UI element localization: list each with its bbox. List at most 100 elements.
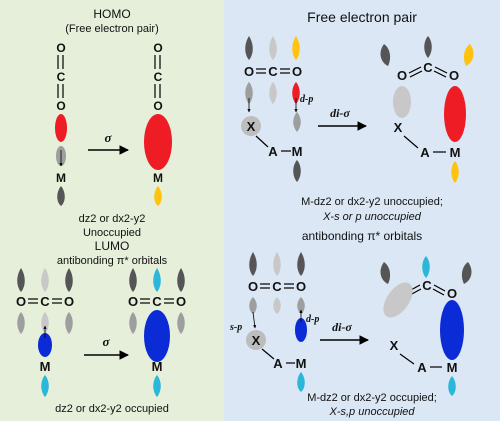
antibonding-caption-1: M-dz2 or dx2-y2 occupied; (307, 392, 437, 404)
panel-free-electron-pair: Free electron pair O C O d-p X A M di-σ … (241, 9, 474, 223)
atom-m: M (152, 359, 163, 374)
atom-a: A (268, 144, 278, 159)
fep-caption-2: X-s or p unoccupied (322, 211, 422, 223)
dark-lobe (293, 160, 301, 182)
yellow-lobe (463, 44, 474, 66)
dp-label: d-p (300, 94, 313, 105)
gray-lobe (17, 312, 25, 334)
dp-label: d-p (306, 314, 319, 325)
lumo-caption: dz2 or dx2-y2 occupied (55, 403, 169, 415)
x-atom-lobe (246, 330, 266, 350)
atom-x: X (247, 119, 256, 134)
blue-lobe (295, 318, 307, 342)
atom-o: O (56, 41, 65, 55)
light-lobe (383, 282, 413, 318)
atom-m: M (40, 359, 51, 374)
gray-lobe (177, 312, 185, 334)
atom-o: O (397, 68, 407, 83)
homo-subtitle: (Free electron pair) (65, 23, 159, 35)
red-lobe (144, 114, 172, 170)
fep-title: Free electron pair (307, 9, 417, 25)
lumo-subtitle: antibonding π* orbitals (57, 255, 168, 267)
atom-a: A (420, 145, 430, 160)
gray-lobe (249, 297, 257, 314)
blue-lobe (38, 333, 52, 357)
blue-lobe (144, 310, 170, 362)
atom-o: O (153, 99, 162, 113)
atom-o: O (128, 294, 138, 309)
atom-o: O (176, 294, 186, 309)
light-lobe (393, 86, 411, 118)
dark-lobe (380, 262, 391, 284)
atom-c: C (272, 279, 282, 294)
atom-c: C (152, 294, 162, 309)
panel-homo: HOMO (Free electron pair) O C O M σ O C … (55, 7, 172, 239)
homo-caption-2: Unoccupied (83, 227, 141, 239)
atom-o: O (248, 279, 258, 294)
dark-lobe (249, 252, 257, 276)
di-sigma-label: di-σ (330, 106, 350, 120)
dark-lobe (461, 262, 472, 284)
dark-lobe (17, 268, 25, 292)
dark-lobe (297, 252, 305, 276)
lumo-title: LUMO (95, 239, 130, 253)
atom-c: C (422, 278, 432, 293)
atom-x: X (394, 120, 403, 135)
x-atom-lobe (241, 116, 261, 136)
gray-lobe (293, 112, 301, 132)
homo-caption-1: dz2 or dx2-y2 (79, 213, 146, 225)
cyan-lobe (422, 256, 430, 278)
light-lobe (273, 297, 281, 314)
yellow-lobe (154, 186, 162, 206)
panel-lumo: LUMO antibonding π* orbitals O C O M σ O… (16, 239, 186, 415)
sp-label: s-p (229, 322, 242, 333)
atom-m: M (56, 171, 66, 185)
dark-lobe (177, 268, 185, 292)
atom-m: M (153, 171, 163, 185)
gray-lobe (297, 297, 305, 314)
sigma-label: σ (102, 334, 110, 349)
red-lobe (292, 82, 300, 104)
light-lobe (269, 82, 277, 104)
atom-a: A (417, 360, 427, 375)
light-lobe (41, 268, 49, 292)
atom-o: O (56, 99, 65, 113)
cyan-lobe (448, 376, 456, 396)
gray-lobe (245, 82, 253, 104)
atom-a: A (273, 356, 283, 371)
cyan-lobe (153, 375, 161, 397)
atom-c: C (423, 60, 433, 75)
atom-c: C (40, 294, 50, 309)
light-lobe (41, 312, 49, 334)
cyan-lobe (297, 372, 305, 392)
atom-o: O (447, 286, 457, 301)
yellow-lobe (451, 161, 459, 183)
atom-m: M (296, 356, 307, 371)
left-background (0, 0, 224, 421)
light-lobe (273, 252, 281, 276)
panel-antibonding: antibonding π* orbitals O C O s-p X d-p … (229, 229, 472, 418)
atom-x: X (252, 333, 261, 348)
cyan-lobe (153, 268, 161, 292)
red-lobe (55, 114, 67, 142)
di-sigma-label: di-σ (332, 320, 352, 334)
gray-lobe (65, 312, 73, 334)
light-lobe (269, 36, 277, 60)
antibonding-title: antibonding π* orbitals (302, 229, 422, 243)
atom-c: C (268, 64, 278, 79)
red-lobe (444, 86, 466, 142)
fep-caption-1: M-dz2 or dx2-y2 unoccupied; (301, 196, 443, 208)
atom-m: M (450, 145, 461, 160)
atom-m: M (292, 144, 303, 159)
blue-lobe (440, 300, 464, 360)
dark-lobe (129, 268, 137, 292)
gray-lobe (129, 312, 137, 334)
atom-o: O (292, 64, 302, 79)
homo-title: HOMO (93, 7, 130, 21)
atom-o: O (244, 64, 254, 79)
yellow-lobe (292, 36, 300, 60)
antibonding-caption-2: X-s,p unoccupied (329, 406, 416, 418)
atom-o: O (153, 41, 162, 55)
